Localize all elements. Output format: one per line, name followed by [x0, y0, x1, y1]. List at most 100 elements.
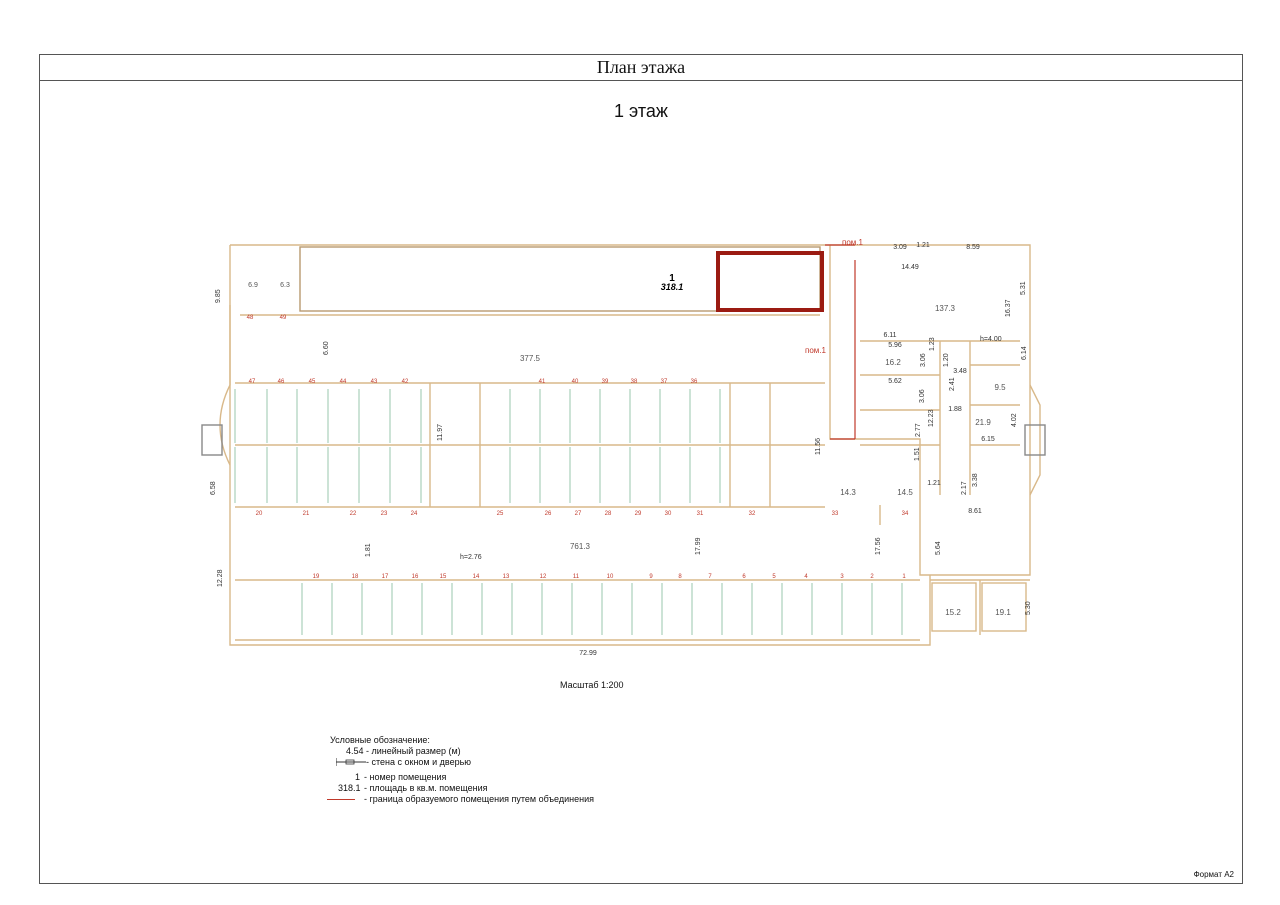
dim-16-37: 16.37	[1005, 299, 1012, 317]
dim-1-20: 1.20	[943, 353, 950, 367]
room-number-label: 19	[313, 574, 320, 580]
room-number-label: 29	[635, 511, 642, 517]
dim-4-02: 4.02	[1011, 413, 1018, 427]
room-1-area: 137.3	[935, 304, 956, 313]
legend-num-text: - номер помещения	[364, 772, 447, 782]
room-number-label: 44	[340, 379, 347, 385]
room-number-label: 20	[256, 511, 263, 517]
room-number-label: 41	[539, 379, 546, 385]
highlight-room-number: 1	[669, 273, 675, 284]
room-number-label: 22	[350, 511, 357, 517]
room-number-label: 21	[303, 511, 310, 517]
dim-17-99: 17.99	[695, 537, 702, 555]
room-number-label: 6	[742, 574, 746, 580]
dim-3-06b: 3.06	[919, 389, 926, 403]
room-number-label: 49	[280, 315, 287, 321]
dim-11-97: 11.97	[437, 424, 444, 441]
dim-1-51: 1.51	[914, 447, 921, 461]
room-77-area: 761.3	[570, 542, 591, 551]
room-number-label: 2	[870, 574, 874, 580]
room-number-label: 32	[749, 511, 756, 517]
dim-8-61: 8.61	[968, 508, 982, 515]
room-bottom-b-area: 19.1	[995, 608, 1011, 617]
room-number-label: 1	[902, 574, 906, 580]
red-border-line-icon	[327, 799, 355, 800]
room-2-area: 16.2	[885, 358, 901, 367]
legend-dim-value: 4.54	[346, 746, 364, 756]
legend-title: Условные обозначение:	[330, 735, 430, 745]
room-number-label: 4	[804, 574, 808, 580]
dim-8-59: 8.59	[966, 244, 980, 251]
drawing-sheet: План этажа 1 этаж	[39, 54, 1243, 884]
dim-17-56: 17.56	[875, 537, 882, 555]
dim-3-38: 3.38	[972, 473, 979, 487]
room-33-area: 14.3	[840, 488, 856, 497]
pom-label-top: пом.1	[842, 238, 864, 247]
room-bottom-a-area: 15.2	[945, 608, 961, 617]
room-number-label: 36	[691, 379, 698, 385]
dim-5-62: 5.62	[888, 378, 902, 385]
legend-num-value: 1	[355, 772, 361, 782]
room-number-label: 12	[540, 574, 547, 580]
dim-6-58: 1.81	[365, 543, 372, 557]
room-number-label: 33	[832, 511, 839, 517]
room-number-label: 34	[902, 511, 909, 517]
room-number-label: 43	[371, 379, 378, 385]
room-number-label: 37	[661, 379, 668, 385]
room-number-label: 39	[602, 379, 609, 385]
dim-1-21-top: 1.21	[916, 242, 930, 249]
dim-6-15: 6.15	[981, 436, 995, 443]
room-48-area: 6.9	[248, 282, 258, 289]
dim-11-56: 11.56	[815, 438, 822, 455]
room-number-label: 27	[575, 511, 582, 517]
legend: Условные обозначение: 4.54 - линейный ра…	[327, 735, 594, 805]
room-number-label: 31	[697, 511, 704, 517]
dim-2-41: 2.41	[949, 377, 956, 391]
room-number-label: 46	[278, 379, 285, 385]
room-number-label: 7	[708, 574, 712, 580]
legend-border-text: - граница образуемого помещения путем об…	[364, 794, 594, 804]
dim-3-06a: 3.06	[920, 353, 927, 367]
dim-5-64: 5.64	[935, 541, 942, 555]
dim-1-21: 1.21	[927, 480, 941, 487]
dim-12-28: 12.28	[217, 569, 224, 587]
room-number-label: 9	[649, 574, 653, 580]
room-number-label: 24	[411, 511, 418, 517]
height-label: h=4.00	[980, 336, 1002, 343]
height-label-lower: h=2.76	[460, 554, 482, 561]
dim-2-77: 2.77	[915, 423, 922, 437]
room-number-label: 30	[665, 511, 672, 517]
room-number-label: 11	[573, 574, 580, 580]
total-length: 72.99	[579, 650, 597, 657]
room-number-label: 14	[473, 574, 480, 580]
legend-area-text: - площадь в кв.м. помещения	[364, 783, 488, 793]
dim-9-85: 9.85	[215, 289, 222, 303]
dim-5-96: 5.96	[888, 342, 902, 349]
room-number-label: 18	[352, 574, 359, 580]
highlight-room-area: 318.1	[661, 282, 684, 292]
room-62-area: 377.5	[520, 354, 541, 363]
dim-1-81: 6.58	[210, 481, 217, 495]
room-small-c-area: 21.9	[975, 418, 991, 427]
room-number-label: 17	[382, 574, 389, 580]
room-49-area: 6.3	[280, 282, 290, 289]
wall-window-door-icon	[336, 758, 366, 766]
dim-3-48: 3.48	[953, 368, 967, 375]
highlighted-room-boundary	[716, 251, 824, 312]
room-number-label: 23	[381, 511, 388, 517]
room-34-area: 14.5	[897, 488, 913, 497]
dim-6-14: 6.14	[1021, 346, 1028, 360]
room-number-label: 45	[309, 379, 316, 385]
pom-label-side: пом.1	[805, 346, 827, 355]
dim-12-23: 12.23	[928, 409, 935, 427]
sheet-title: План этажа	[40, 55, 1242, 81]
room-number-label: 10	[607, 574, 614, 580]
room-number-label: 26	[545, 511, 552, 517]
room-number-label: 42	[402, 379, 409, 385]
dim-1-88: 1.88	[948, 406, 962, 413]
room-number-label: 25	[497, 511, 504, 517]
scale-label: Масштаб 1:200	[560, 680, 624, 690]
dim-5-31: 5.31	[1020, 281, 1027, 295]
room-number-label: 16	[412, 574, 419, 580]
